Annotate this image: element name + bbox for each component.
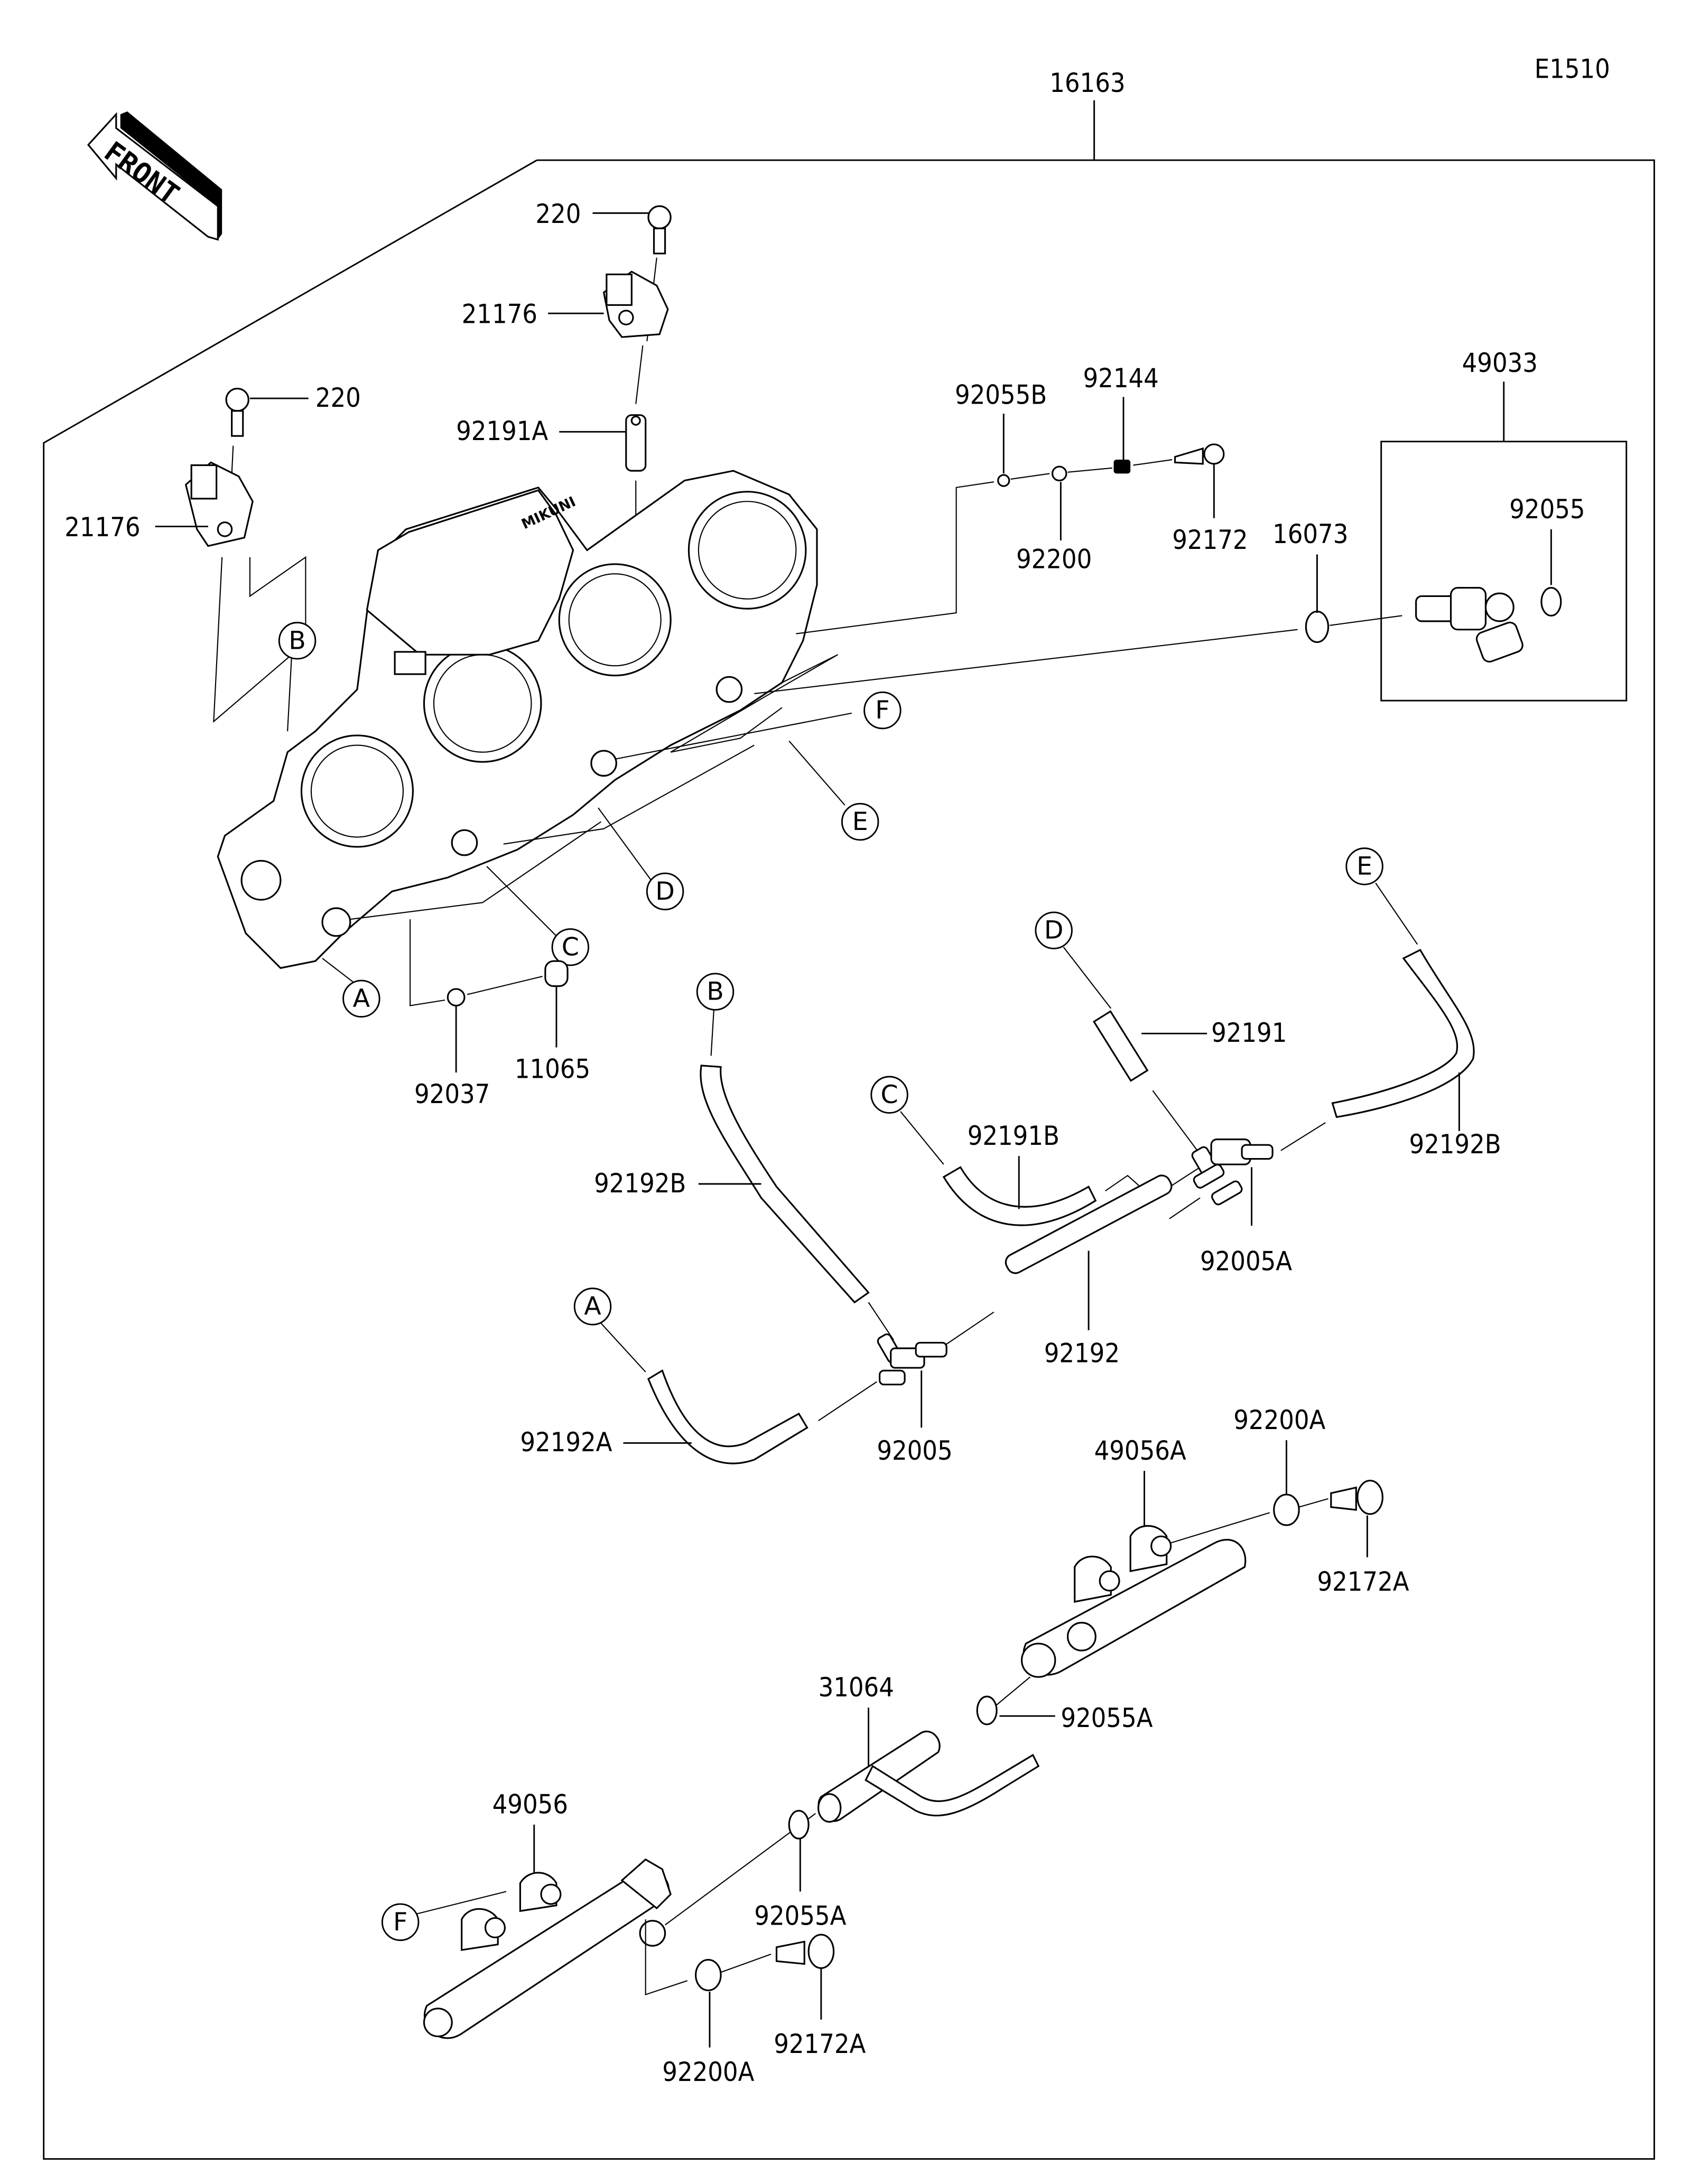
washer-16073 [1305, 610, 1330, 643]
callout-49056[interactable]: 49056 [493, 1789, 568, 1820]
svg-text:A: A [353, 984, 370, 1013]
sensor-21176-left [184, 461, 254, 547]
ref-marker-c-hose [870, 1076, 908, 1114]
ref-marker-b-hose [696, 973, 735, 1011]
hose-92191A [625, 414, 647, 472]
fuel-rail-49056 [423, 1858, 672, 2039]
callout-11065[interactable]: 11065 [515, 1054, 590, 1085]
oring-92055A-top [976, 1695, 998, 1725]
callout-92200[interactable]: 92200 [1016, 544, 1092, 575]
callout-21176-top[interactable]: 21176 [462, 299, 537, 330]
hose-92192 [1005, 1174, 1173, 1274]
callout-92005[interactable]: 92005 [877, 1435, 952, 1466]
assembly-frame [43, 159, 1655, 2160]
callout-92055A-top[interactable]: 92055A [1061, 1703, 1153, 1733]
ref-marker-b-body [278, 622, 317, 660]
callout-31064[interactable]: 31064 [819, 1672, 894, 1703]
callout-92055B[interactable]: 92055B [955, 380, 1047, 410]
washer-92200A-bottom [694, 1958, 722, 1992]
screw-92172 [1174, 443, 1225, 465]
callout-92192B-right[interactable]: 92192B [1409, 1129, 1501, 1160]
clamp-92037 [447, 988, 466, 1007]
callout-16163[interactable]: 16163 [1049, 68, 1125, 98]
callout-92191A[interactable]: 92191A [456, 416, 548, 446]
svg-text:E: E [1356, 852, 1372, 881]
svg-text:B: B [289, 626, 306, 655]
joint-92005A [1191, 1138, 1274, 1206]
callout-92192B-left[interactable]: 92192B [594, 1168, 686, 1199]
ref-marker-f-body [863, 691, 902, 730]
hose-92192B-right [1331, 948, 1475, 1118]
ref-marker-c-body [551, 928, 590, 966]
ref-marker-a-body [342, 979, 380, 1018]
svg-text:C: C [562, 932, 579, 962]
callout-92172[interactable]: 92172 [1172, 525, 1248, 555]
fuel-rail-49056A [1020, 1525, 1247, 1678]
callout-92037[interactable]: 92037 [414, 1079, 490, 1109]
sensor-21176-top [602, 270, 669, 338]
sensor-49033 [1415, 587, 1523, 663]
svg-text:D: D [655, 877, 675, 906]
svg-text:F: F [875, 696, 889, 725]
washer-92200 [1051, 465, 1067, 482]
callout-92005A[interactable]: 92005A [1200, 1246, 1292, 1276]
callout-92191[interactable]: 92191 [1211, 1018, 1287, 1048]
svg-text:C: C [880, 1080, 898, 1109]
screw-220-top [647, 205, 672, 255]
washer-92200A-top [1273, 1494, 1300, 1526]
callout-21176-left[interactable]: 21176 [64, 512, 140, 543]
ref-marker-d-hose [1035, 911, 1073, 949]
callout-220-top[interactable]: 220 [535, 199, 581, 229]
svg-text:A: A [584, 1292, 601, 1321]
callout-92055A-bottom[interactable]: 92055A [754, 1901, 846, 1931]
front-arrow-icon: FRONT [87, 111, 222, 241]
hose-92191B [942, 1166, 1097, 1226]
hose-92192A [647, 1369, 809, 1464]
screw-220-left [225, 387, 249, 437]
svg-text:B: B [707, 977, 724, 1006]
sensor-kit-box [1380, 441, 1628, 702]
spacer-92144 [1113, 460, 1131, 474]
callout-49033[interactable]: 49033 [1462, 348, 1538, 378]
svg-text:D: D [1044, 916, 1064, 945]
ref-marker-e-body [841, 802, 879, 841]
joint-92005 [877, 1333, 947, 1386]
callout-92144[interactable]: 92144 [1083, 363, 1159, 394]
diagram-code: E1510 [1535, 54, 1610, 85]
callout-92192[interactable]: 92192 [1044, 1338, 1120, 1368]
oring-92055 [1540, 587, 1562, 617]
callout-220-left[interactable]: 220 [315, 382, 361, 413]
hose-92192B-left [700, 1065, 870, 1304]
callout-92200A-bottom[interactable]: 92200A [662, 2057, 754, 2087]
callout-92200A-top[interactable]: 92200A [1233, 1405, 1325, 1435]
svg-text:F: F [393, 1908, 407, 1937]
callout-92055[interactable]: 92055 [1509, 494, 1585, 525]
ref-marker-d-body [646, 872, 684, 911]
callout-92172A-top[interactable]: 92172A [1317, 1566, 1409, 1597]
bolt-92172A-bottom [775, 1934, 835, 1969]
callout-49056A[interactable]: 49056A [1094, 1435, 1186, 1466]
ref-marker-f-rail [381, 1903, 420, 1942]
cap-11065 [544, 960, 569, 987]
callout-92172A-bottom[interactable]: 92172A [774, 2029, 866, 2059]
ref-marker-e-hose [1345, 847, 1383, 885]
svg-text:E: E [852, 807, 868, 836]
ref-marker-a-hose [573, 1287, 612, 1326]
washer-92055B [997, 474, 1010, 487]
hose-92191 [1092, 1010, 1149, 1082]
throttle-body: MIKUNI [217, 470, 818, 969]
bolt-92172A-top [1330, 1479, 1383, 1515]
callout-16073[interactable]: 16073 [1272, 519, 1348, 549]
callout-92192A[interactable]: 92192A [520, 1427, 612, 1458]
pipe-31064 [817, 1730, 1040, 1823]
oring-92055A-bottom [788, 1809, 810, 1840]
callout-92191B[interactable]: 92191B [968, 1121, 1060, 1151]
